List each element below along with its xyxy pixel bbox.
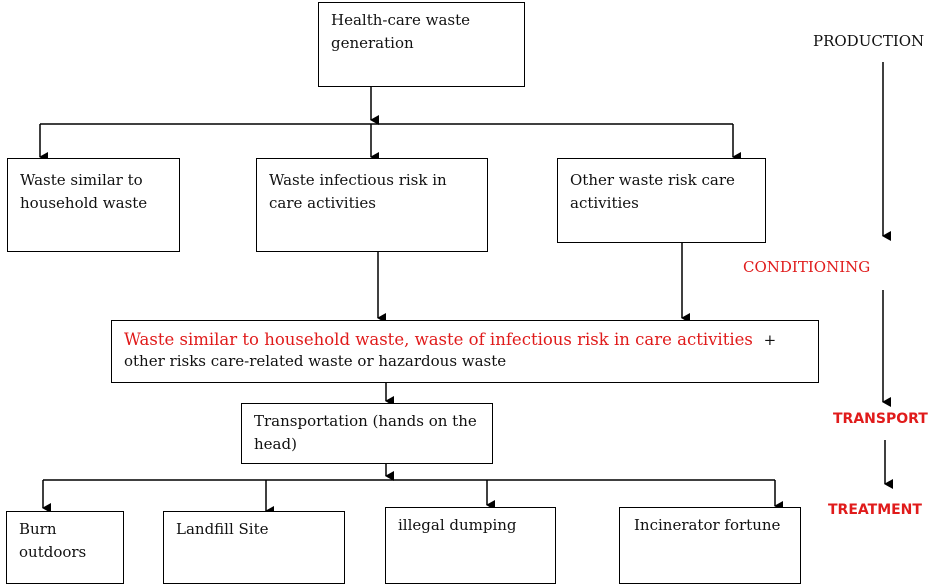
stage-treatment: TREATMENT: [828, 502, 922, 518]
node-other: Other waste risk care activities: [557, 158, 766, 243]
node-incinerator: Incinerator fortune: [619, 507, 801, 584]
combined-plus: +: [763, 331, 777, 349]
combined-red-text: Waste similar to household waste, waste …: [124, 330, 753, 349]
stage-conditioning: CONDITIONING: [743, 258, 871, 276]
node-household: Waste similar to household waste: [7, 158, 180, 252]
combined-black-text: other risks care-related waste or hazard…: [124, 352, 507, 371]
node-infectious: Waste infectious risk in care activities: [256, 158, 488, 252]
stage-transport: TRANSPORT: [833, 411, 928, 427]
stage-production: PRODUCTION: [813, 32, 925, 50]
node-transportation: Transportation (hands on the head): [241, 403, 493, 464]
node-landfill: Landfill Site: [163, 511, 345, 584]
node-burn: Burn outdoors: [6, 511, 124, 584]
node-dumping: illegal dumping: [385, 507, 556, 584]
node-generation: Health-care waste generation: [318, 2, 525, 87]
node-combined: Waste similar to household waste, waste …: [111, 320, 819, 383]
